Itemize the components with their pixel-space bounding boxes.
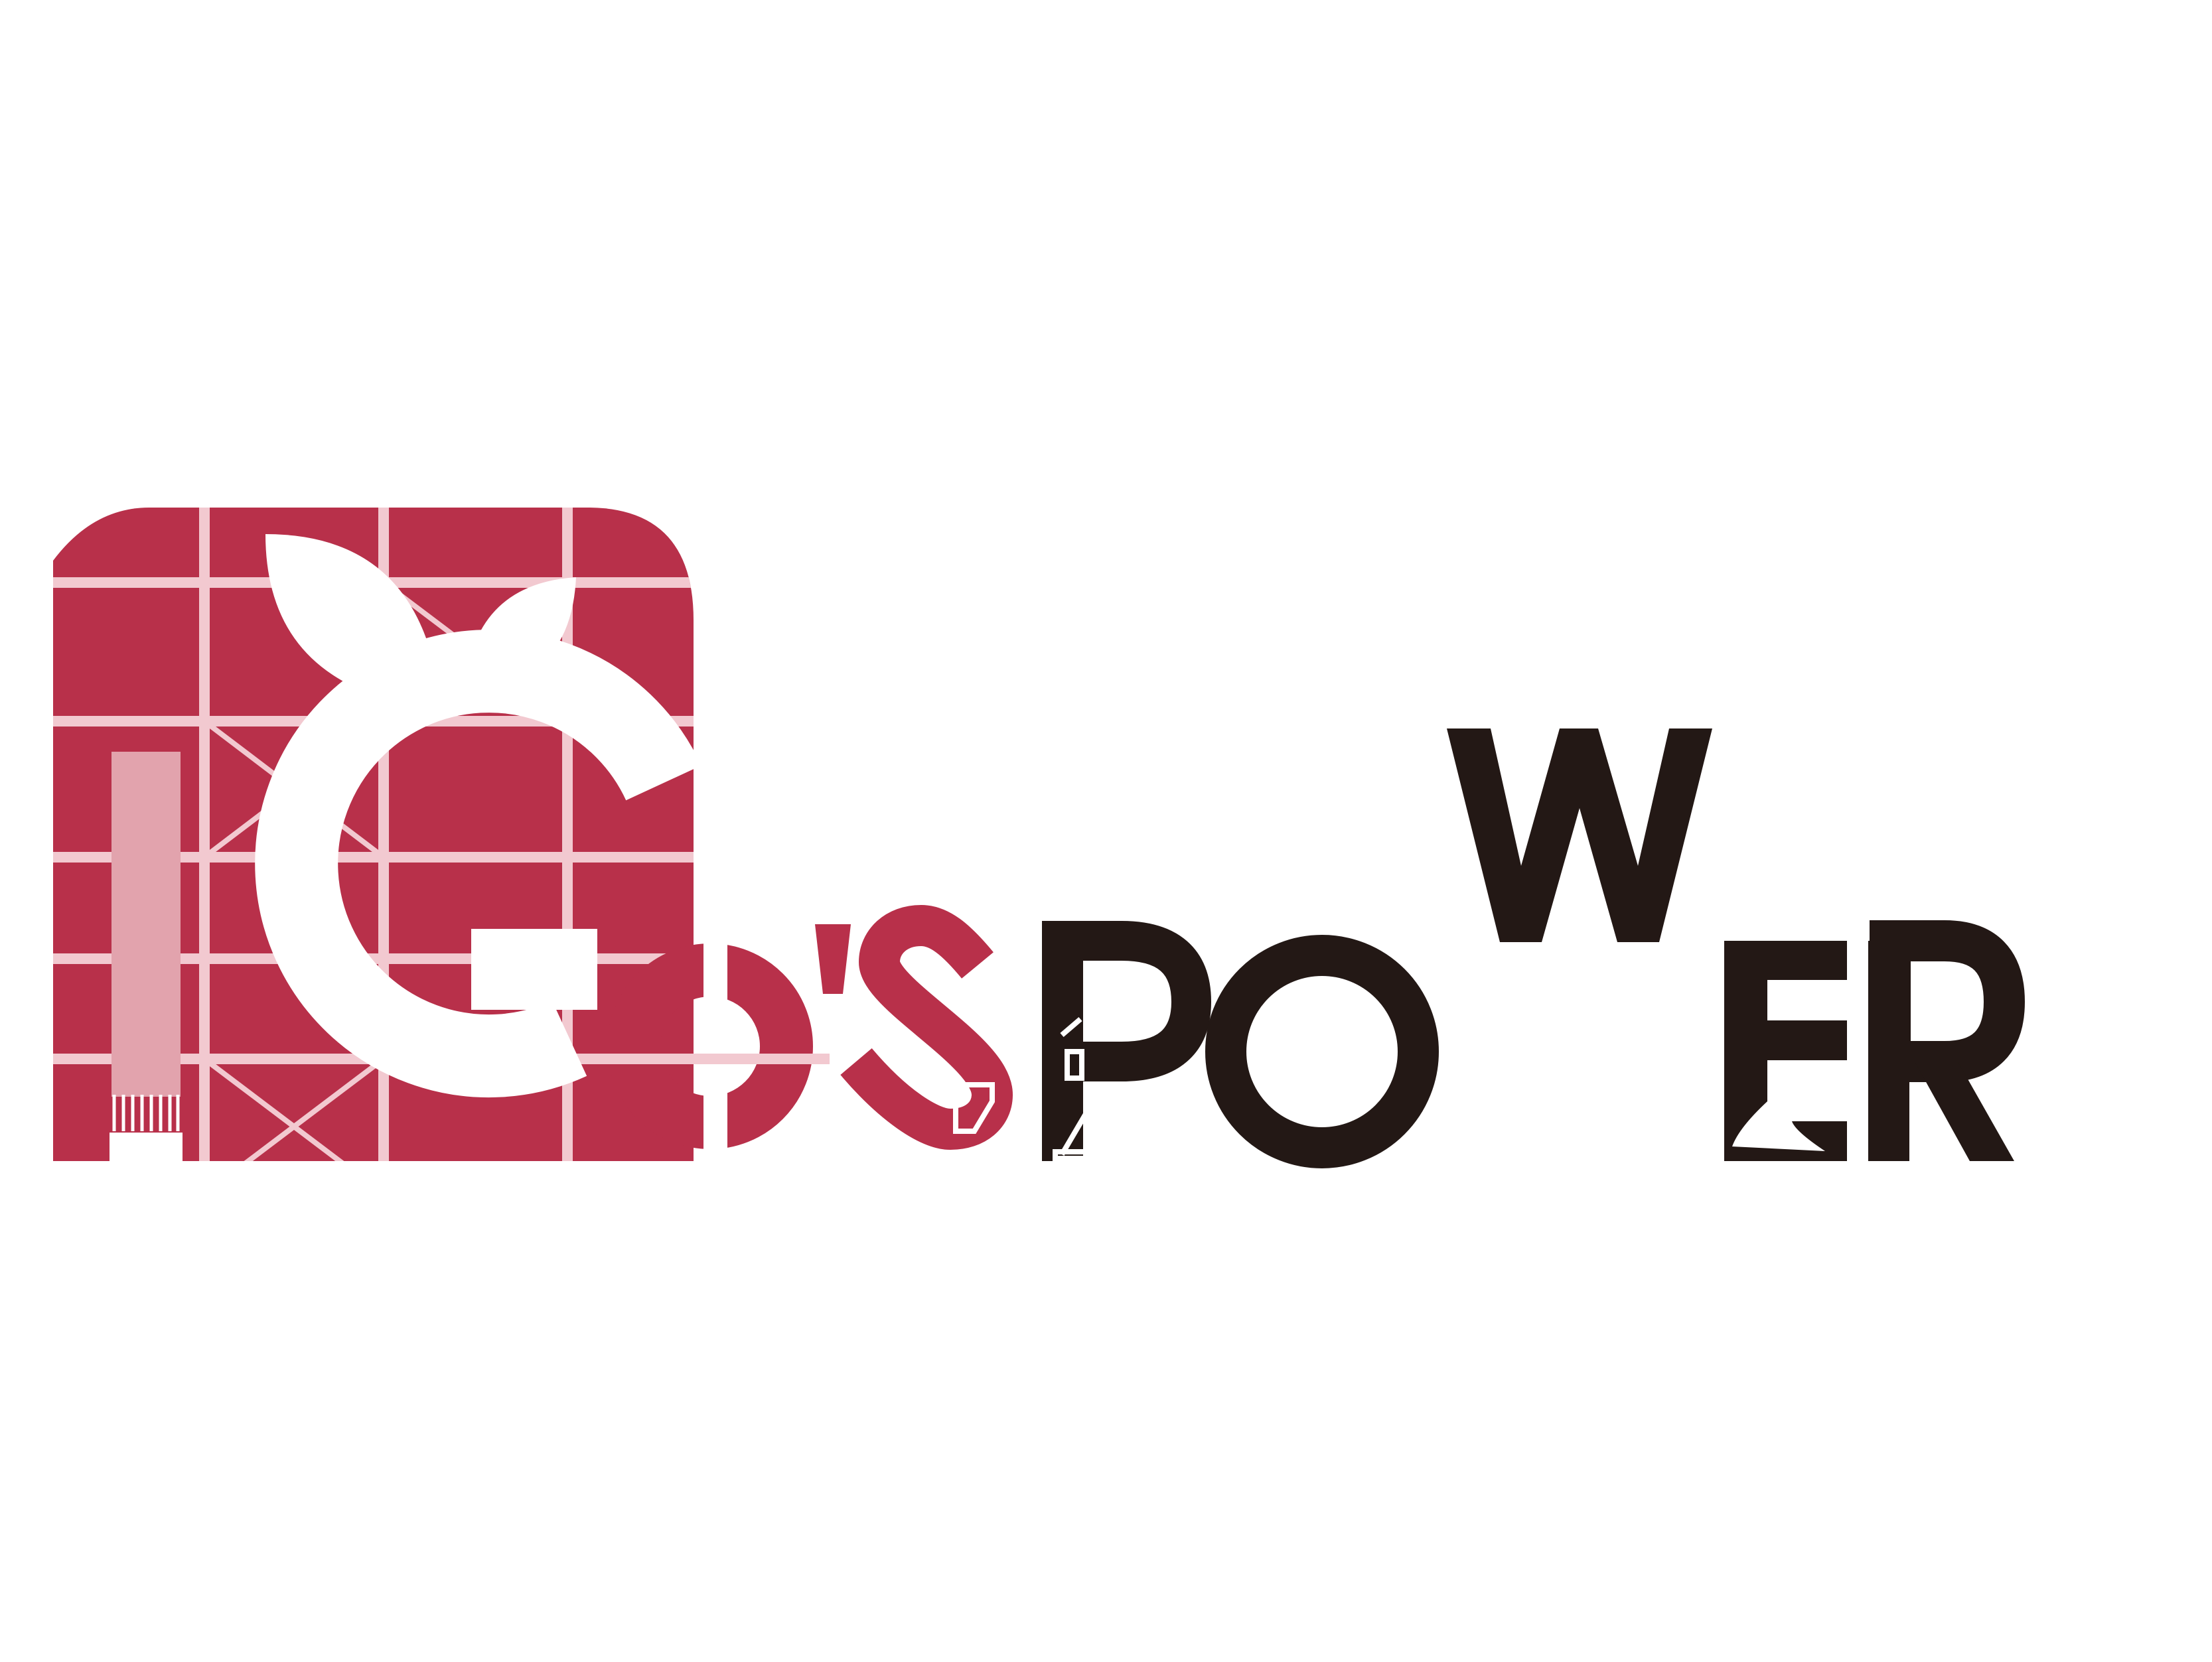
letter-o-icon [597, 916, 830, 1181]
apostrophe-icon [815, 924, 851, 994]
small-mark-icon [953, 1082, 995, 1134]
letter-w-icon [1447, 728, 1712, 942]
apple-icon [255, 534, 701, 1098]
letter-r-icon [1868, 920, 2026, 1161]
letter-e-icon [1724, 941, 1847, 1161]
letter-p-icon [1042, 921, 1212, 1161]
letter-o-dark-icon [1205, 935, 1439, 1168]
letter-s-icon [840, 904, 1013, 1150]
